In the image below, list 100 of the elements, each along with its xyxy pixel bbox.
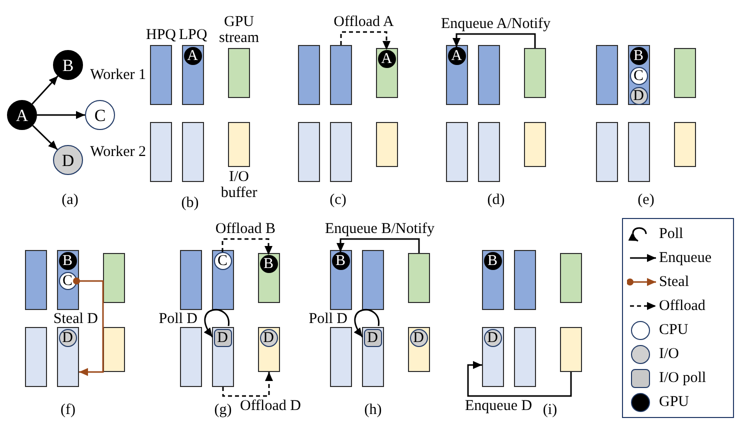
task-circle: C [85,100,115,130]
queue-bar [446,45,468,105]
queue-bar [330,122,352,182]
task-circle: D [410,329,428,347]
arrow [222,372,273,397]
task-circle: C [214,252,232,270]
queue-bar [212,250,234,310]
queue-bar [57,250,79,310]
task-circle: B [53,50,83,80]
task-circle: B [332,252,350,270]
arrow [222,238,272,255]
edge-label: Enqueue A/Notify [440,16,552,32]
task-circle: C [58,272,76,290]
queue-bar [25,250,47,310]
queue-bar [596,122,618,182]
panel-label: (e) [638,192,654,208]
poll-arrow [204,309,230,338]
poll-arrow [354,309,380,338]
queue-bar [298,45,320,105]
stream-bar [408,253,430,303]
task-circle: A [448,47,466,65]
stream-bar [376,48,398,98]
queue-bar [482,327,504,387]
edge-label: Steal D [52,310,99,326]
queue-bar [298,122,320,182]
queue-bar [362,327,384,387]
edge-label: Enqueue B/Notify [324,221,436,237]
buffer-bar [524,122,546,167]
task-circle: B [58,252,76,270]
queue-bar [482,250,504,310]
stream-bar [674,48,696,98]
arrow [32,76,58,104]
queue-bar [180,250,202,310]
queue-bar [446,122,468,182]
queue-bar [628,122,650,182]
queue-bar [478,45,500,105]
legend-text: Enqueue [659,250,712,266]
legend-text: CPU [659,322,688,338]
queue-bar [514,250,536,310]
queue-heading: GPU stream [218,14,260,46]
queue-bar [25,327,47,387]
queue-bar [596,45,618,105]
task-circle: D [260,329,278,347]
edge-label: Enqueue D [464,398,534,414]
task-circle: D [630,87,648,105]
queue-bar [362,250,384,310]
task-square: D [214,329,232,347]
task-circle: A [7,100,37,130]
queue-bar [330,250,352,310]
queue-bar [514,327,536,387]
buffer-bar [408,327,430,372]
queue-bar [628,45,650,105]
panel-label: (g) [214,402,232,418]
legend-text: Steal [659,274,689,290]
task-circle: B [484,252,502,270]
stream-bar [103,253,125,303]
queue-bar [150,122,172,182]
arrow [73,278,104,376]
arrow [467,361,572,397]
legend-text: GPU [659,394,690,410]
task-circle: C [630,67,648,85]
queue-bar [57,327,79,387]
legend-text: I/O [659,346,679,362]
panel-label: (b) [181,195,199,211]
arrow [336,238,420,253]
panel-label: (f) [60,402,76,418]
queue-heading: HPQ [146,27,176,43]
panel-label: (c) [330,192,346,208]
buffer-bar [560,327,582,372]
row-label: Worker 1 [90,67,146,83]
queue-bar [182,122,204,182]
queue-heading: I/O buffer [220,169,258,201]
buffer-bar [376,122,398,167]
queue-bar [330,327,352,387]
task-circle: D [58,329,76,347]
task-circle: A [184,47,202,65]
panel-label: (d) [487,192,505,208]
arrow [37,111,85,119]
buffer-bar [674,122,696,167]
arrow [340,31,390,50]
queue-bar [478,122,500,182]
panel-label: (a) [62,192,78,208]
panel-label: (i) [542,402,558,418]
task-circle: D [53,145,83,175]
task-circle: D [484,329,502,347]
queue-bar [212,327,234,387]
stream-bar [560,253,582,303]
buffer-bar [103,327,125,372]
task-circle: B [260,255,278,273]
task-circle: A [378,50,396,68]
row-label: Worker 2 [90,144,146,160]
task-square: D [364,329,382,347]
legend-text: Offload [659,298,706,314]
stream-bar [524,48,546,98]
queue-bar [330,45,352,105]
buffer-bar [258,327,280,372]
stream-bar [258,253,280,303]
task-circle: B [630,47,648,65]
arrow [32,124,58,150]
arrow [452,33,536,48]
